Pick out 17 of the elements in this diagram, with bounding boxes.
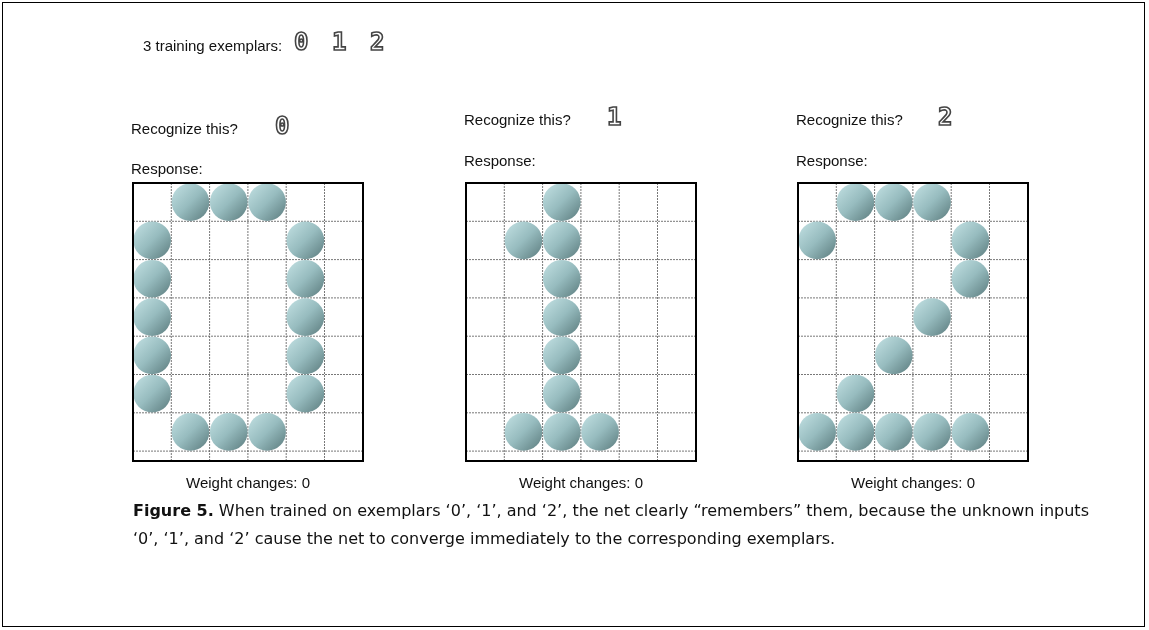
response-label: Response:: [464, 152, 536, 170]
question-label: Recognize this?: [464, 111, 571, 129]
question-label: Recognize this?: [796, 111, 903, 129]
response-label: Response:: [131, 160, 203, 178]
digit-glyph: 0: [294, 30, 309, 54]
response-label: Response:: [796, 152, 868, 170]
training-label: 3 training exemplars:: [143, 37, 283, 55]
digit-glyph: 0: [275, 114, 290, 138]
weight-changes-text: Weight changes: 0: [185, 474, 311, 492]
figure-caption: Figure 5. When trained on exemplars ‘0’, ‘1’, and ‘2’, the net clearly “remembers” them, because the unknown inputs ‘0’, ‘1’, and ‘2’ cause the net to converge immediately to the corresponding exemplars.: [133, 500, 1090, 550]
digit-glyph: 2: [370, 30, 385, 54]
weight-changes-text: Weight changes: 0: [518, 474, 644, 492]
question-label: Recognize this?: [131, 120, 238, 138]
weight-changes-text: Weight changes: 0: [850, 474, 976, 492]
digit-glyph: 2: [938, 105, 953, 129]
digit-glyph: 1: [607, 105, 622, 129]
digit-glyph: 1: [332, 30, 347, 54]
